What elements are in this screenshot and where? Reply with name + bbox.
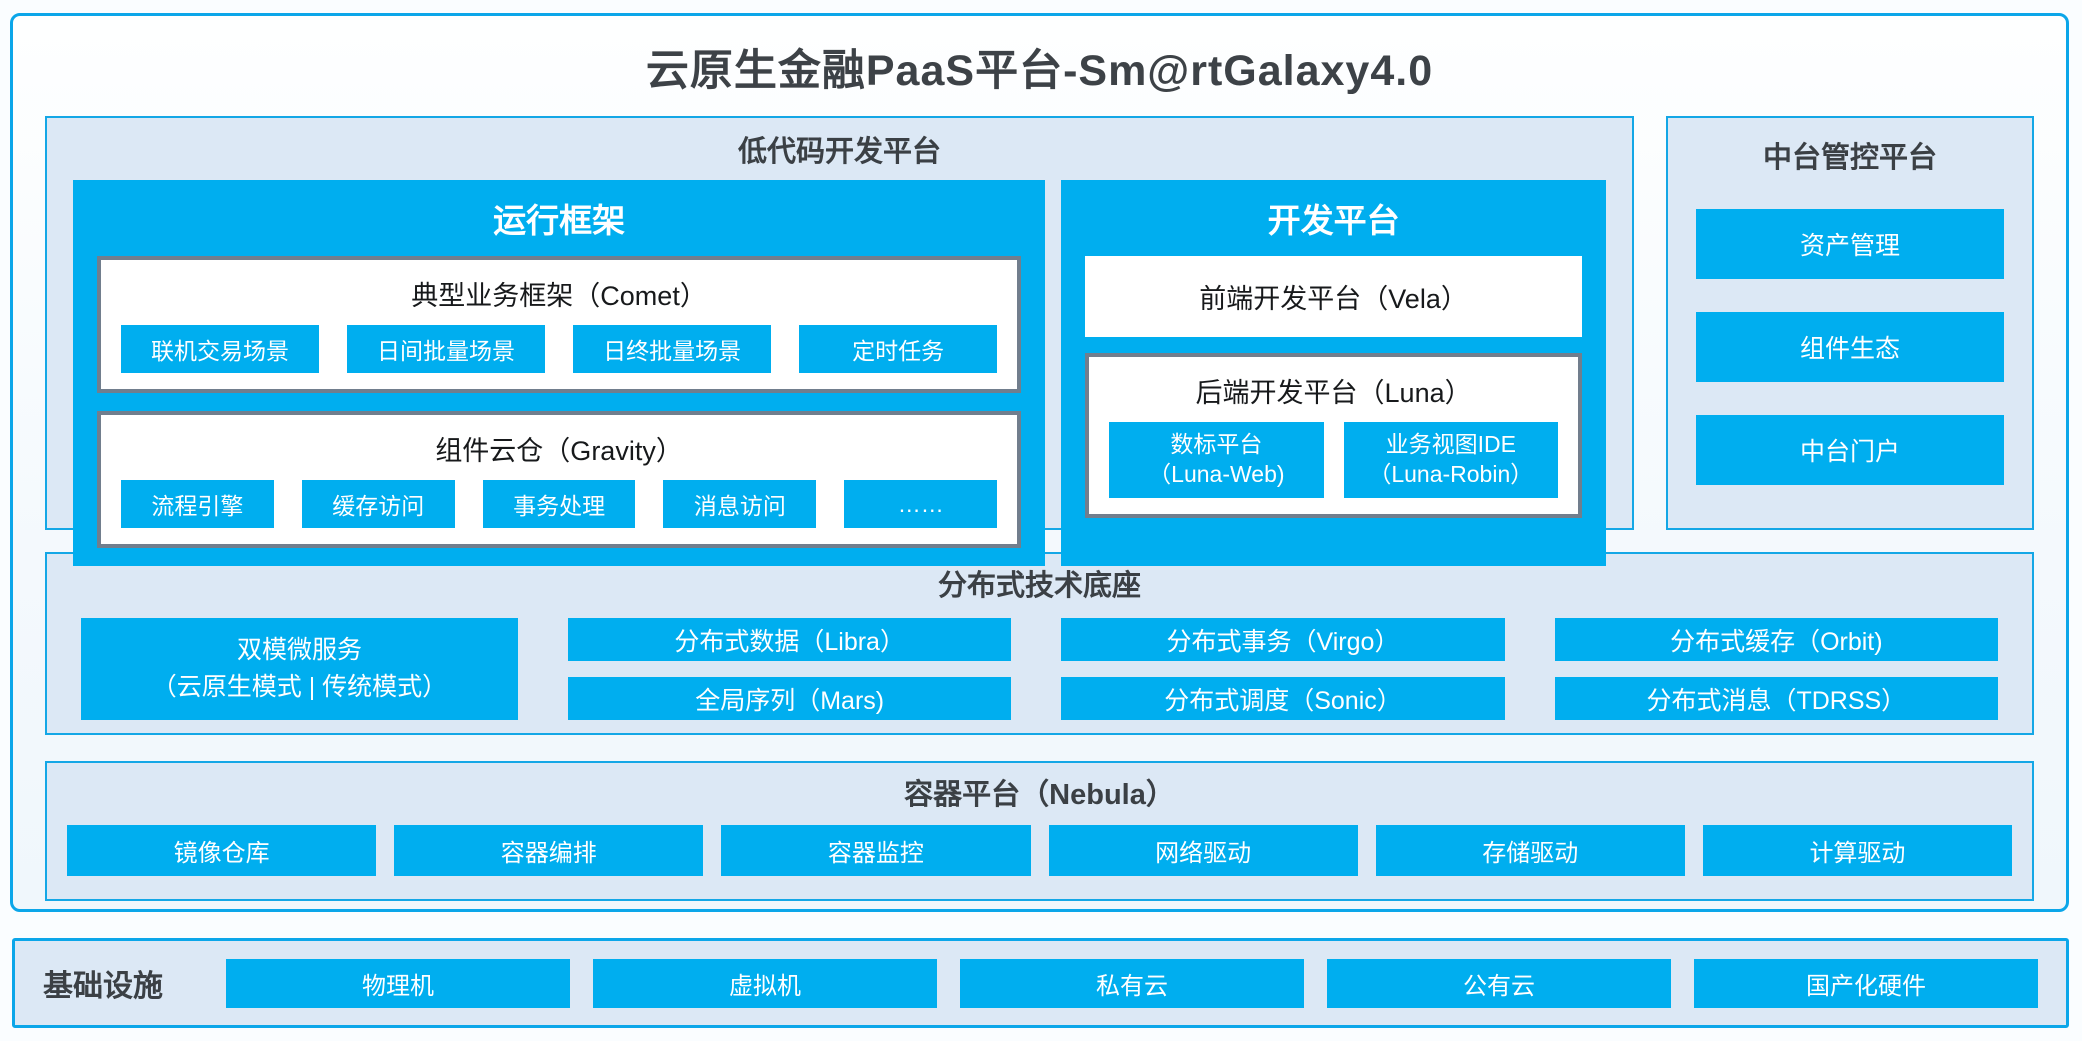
low-code-body: 运行框架 典型业务框架（Comet） 联机交易场景 日间批量场景 日终批量场景 … bbox=[73, 180, 1606, 566]
outer-frame: 云原生金融PaaS平台-Sm@rtGalaxy4.0 低代码开发平台 运行框架 … bbox=[10, 13, 2069, 912]
chip-container-monitoring: 容器监控 bbox=[721, 825, 1031, 876]
container-platform-title: 容器平台（Nebula） bbox=[904, 779, 1175, 811]
chip-eod-batch-scene: 日终批量场景 bbox=[573, 325, 772, 373]
chip-luna-robin: 业务视图IDE （Luna-Robin） bbox=[1343, 422, 1559, 498]
chip-message-access: 消息访问 bbox=[663, 480, 817, 528]
chip-physical-machine: 物理机 bbox=[226, 958, 570, 1008]
runtime-framework-zone: 运行框架 典型业务框架（Comet） 联机交易场景 日间批量场景 日终批量场景 … bbox=[73, 180, 1046, 566]
vela-box: 前端开发平台（Vela） bbox=[1085, 256, 1582, 337]
container-chip-row: 镜像仓库 容器编排 容器监控 网络驱动 存储驱动 计算驱动 bbox=[67, 825, 2013, 876]
distributed-body: 双模微服务 （云原生模式 | 传统模式） 分布式数据（Libra） 全局序列（M… bbox=[81, 618, 1998, 720]
chip-compute-driver: 计算驱动 bbox=[1702, 825, 2013, 876]
chip-luna-web: 数标平台 （Luna-Web) bbox=[1109, 422, 1324, 498]
distributed-col-2: 分布式事务（Virgo） 分布式调度（Sonic） bbox=[1061, 618, 1505, 720]
chip-transaction-processing: 事务处理 bbox=[482, 480, 636, 528]
chip-distributed-data-libra: 分布式数据（Libra） bbox=[568, 618, 1012, 661]
chip-luna-robin-name: 业务视图IDE bbox=[1385, 431, 1516, 458]
distributed-base-panel: 分布式技术底座 双模微服务 （云原生模式 | 传统模式） 分布式数据（Libra… bbox=[45, 552, 2034, 735]
top-row: 低代码开发平台 运行框架 典型业务框架（Comet） 联机交易场景 日间批量场景… bbox=[45, 116, 2034, 566]
chip-distributed-transaction-virgo: 分布式事务（Virgo） bbox=[1061, 618, 1505, 661]
dev-platform-zone: 开发平台 前端开发平台（Vela） 后端开发平台（Luna） 数标平台 （Lun… bbox=[1061, 180, 1606, 566]
low-code-title: 低代码开发平台 bbox=[737, 136, 941, 168]
midend-title: 中台管控平台 bbox=[1762, 142, 1937, 174]
infrastructure-label: 基础设施 bbox=[43, 970, 163, 1003]
distributed-title: 分布式技术底座 bbox=[937, 570, 1141, 602]
chip-public-cloud: 公有云 bbox=[1327, 958, 1671, 1008]
comet-title: 典型业务框架（Comet） bbox=[411, 281, 707, 311]
comet-box: 典型业务框架（Comet） 联机交易场景 日间批量场景 日终批量场景 定时任务 bbox=[97, 256, 1022, 393]
chip-process-engine: 流程引擎 bbox=[121, 480, 274, 528]
midend-control-panel: 中台管控平台 资产管理 组件生态 中台门户 bbox=[1666, 116, 2034, 530]
chip-domestic-hardware: 国产化硬件 bbox=[1694, 958, 2038, 1008]
chip-virtual-machine: 虚拟机 bbox=[593, 958, 937, 1008]
chip-midend-portal: 中台门户 bbox=[1696, 415, 2004, 485]
page-title: 云原生金融PaaS平台-Sm@rtGalaxy4.0 bbox=[645, 47, 1434, 95]
comet-chip-row: 联机交易场景 日间批量场景 日终批量场景 定时任务 bbox=[121, 325, 998, 373]
chip-container-orchestration: 容器编排 bbox=[394, 825, 704, 876]
low-code-panel: 低代码开发平台 运行框架 典型业务框架（Comet） 联机交易场景 日间批量场景… bbox=[45, 116, 1634, 566]
chip-storage-driver: 存储驱动 bbox=[1375, 825, 1685, 876]
distributed-col-1: 分布式数据（Libra） 全局序列（Mars) bbox=[568, 618, 1012, 720]
chip-daytime-batch-scene: 日间批量场景 bbox=[347, 325, 546, 373]
chip-online-transaction-scene: 联机交易场景 bbox=[121, 325, 320, 373]
chip-image-registry: 镜像仓库 bbox=[67, 825, 377, 876]
chip-distributed-message-tdrss: 分布式消息（TDRSS） bbox=[1554, 677, 1998, 720]
infrastructure-panel: 基础设施 物理机 虚拟机 私有云 公有云 国产化硬件 bbox=[12, 938, 2069, 1028]
runtime-framework-title: 运行框架 bbox=[493, 202, 626, 239]
chip-luna-web-sub: （Luna-Web) bbox=[1148, 461, 1285, 487]
luna-title: 后端开发平台（Luna） bbox=[1195, 378, 1472, 408]
chip-luna-web-name: 数标平台 bbox=[1170, 431, 1263, 458]
gravity-title: 组件云仓（Gravity） bbox=[435, 436, 683, 466]
gravity-box: 组件云仓（Gravity） 流程引擎 缓存访问 事务处理 消息访问 …… bbox=[97, 411, 1022, 548]
chip-distributed-cache-orbit: 分布式缓存（Orbit) bbox=[1554, 618, 1998, 661]
dual-mode-line2: （云原生模式 | 传统模式） bbox=[151, 673, 448, 701]
chip-component-ecosystem: 组件生态 bbox=[1696, 312, 2004, 382]
chip-global-sequence-mars: 全局序列（Mars) bbox=[568, 677, 1012, 720]
chip-dual-mode-microservice: 双模微服务 （云原生模式 | 传统模式） bbox=[81, 618, 518, 720]
chip-ellipsis: …… bbox=[844, 480, 998, 528]
chip-distributed-scheduling-sonic: 分布式调度（Sonic） bbox=[1061, 677, 1505, 720]
chip-luna-robin-sub: （Luna-Robin） bbox=[1368, 461, 1534, 487]
distributed-col-3: 分布式缓存（Orbit) 分布式消息（TDRSS） bbox=[1554, 618, 1998, 720]
chip-asset-management: 资产管理 bbox=[1696, 209, 2004, 279]
chip-cache-access: 缓存访问 bbox=[301, 480, 455, 528]
luna-box: 后端开发平台（Luna） 数标平台 （Luna-Web) 业务视图IDE （Lu… bbox=[1085, 353, 1582, 518]
container-platform-panel: 容器平台（Nebula） 镜像仓库 容器编排 容器监控 网络驱动 存储驱动 计算… bbox=[45, 761, 2034, 901]
chip-network-driver: 网络驱动 bbox=[1048, 825, 1358, 876]
luna-chip-row: 数标平台 （Luna-Web) 业务视图IDE （Luna-Robin） bbox=[1109, 422, 1559, 498]
chip-private-cloud: 私有云 bbox=[960, 958, 1304, 1008]
dev-platform-title: 开发平台 bbox=[1267, 202, 1400, 239]
chip-scheduled-task: 定时任务 bbox=[799, 325, 998, 373]
gravity-chip-row: 流程引擎 缓存访问 事务处理 消息访问 …… bbox=[121, 480, 998, 528]
dual-mode-line1: 双模微服务 bbox=[236, 635, 362, 664]
